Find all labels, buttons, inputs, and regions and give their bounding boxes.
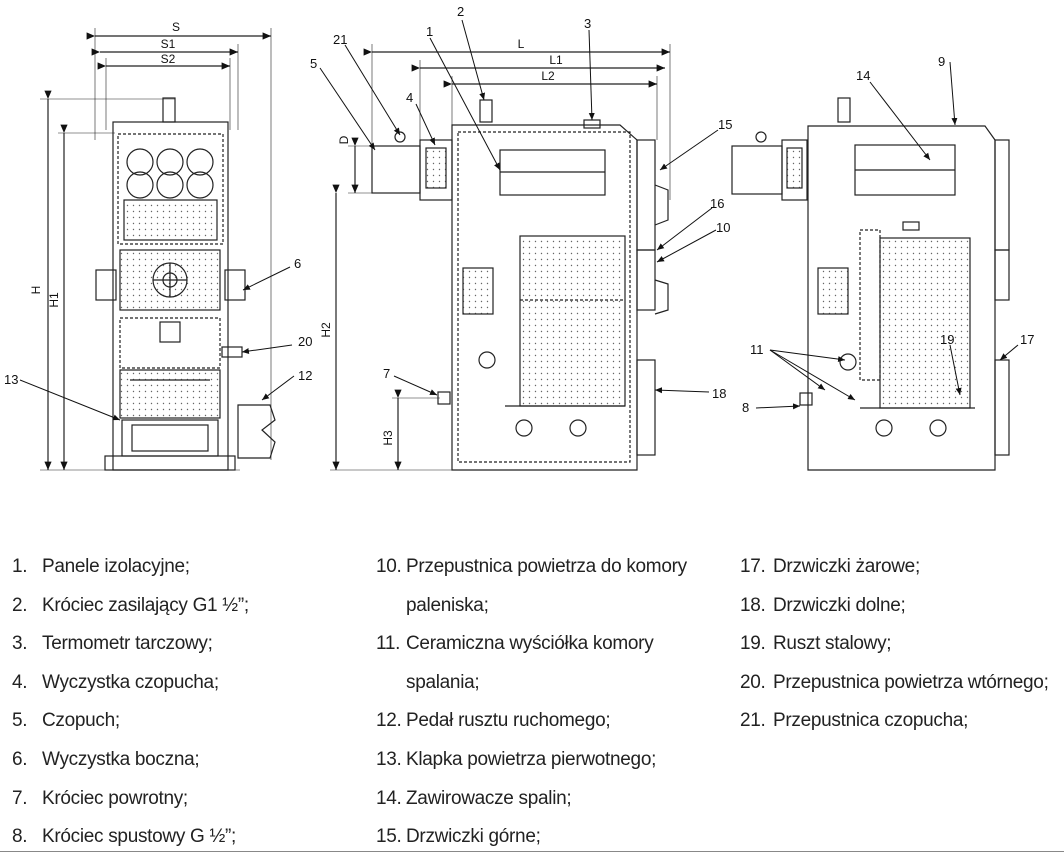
callout-13: 13 <box>4 372 18 387</box>
callout-7: 7 <box>383 366 390 381</box>
callout-leaders <box>19 19 1019 421</box>
legend-item: 11.Ceramiczna wyściółka komory spalania; <box>376 633 654 693</box>
legend-item: 17.Drzwiczki żarowe; <box>740 556 920 577</box>
callout-4: 4 <box>406 90 413 105</box>
dim-h1: H1 <box>47 292 61 308</box>
legend-item: 19.Ruszt stalowy; <box>740 633 892 655</box>
callout-11: 11 <box>750 342 764 357</box>
legend-column-3: 17.Drzwiczki żarowe; 18.Drzwiczki dolne;… <box>740 548 1049 741</box>
side-view <box>330 44 671 471</box>
front-view <box>40 28 276 471</box>
callout-3: 3 <box>584 16 591 31</box>
callout-6: 6 <box>294 256 301 271</box>
dim-s2: S2 <box>161 52 176 66</box>
callout-10: 10 <box>716 220 730 235</box>
legend-item: 5.Czopuch; <box>12 710 120 732</box>
dim-l2: L2 <box>541 69 555 83</box>
legend-item: 15.Drzwiczki górne; <box>376 826 541 848</box>
bottom-divider <box>0 851 1064 852</box>
legend-item: 3.Termometr tarczowy; <box>12 633 213 655</box>
legend-item: 4.Wyczystka czopucha; <box>12 671 219 693</box>
callout-17: 17 <box>1020 332 1034 347</box>
legend-column-2: 10.Przepustnica powietrza do komory pale… <box>376 548 687 857</box>
parts-legend: 1.Panele izolacyjne; 2.Króciec zasilając… <box>0 548 1064 854</box>
callout-16: 16 <box>710 196 724 211</box>
callout-9: 9 <box>938 54 945 69</box>
section-view <box>731 97 1010 471</box>
legend-column-1: 1.Panele izolacyjne; 2.Króciec zasilając… <box>12 548 249 857</box>
callout-21: 21 <box>333 32 347 47</box>
dim-l: L <box>518 37 525 51</box>
dim-s: S <box>172 20 180 34</box>
dimension-labels: S S1 S2 H H1 L L1 L2 D H2 H3 <box>29 20 563 446</box>
legend-item: 20.Przepustnica powietrza wtórnego; <box>740 671 1049 693</box>
legend-item: 7.Króciec powrotny; <box>12 787 188 809</box>
callout-18: 18 <box>712 386 726 401</box>
legend-item: 18.Drzwiczki dolne; <box>740 594 906 616</box>
dim-s1: S1 <box>161 37 176 51</box>
legend-item: 21.Przepustnica czopucha; <box>740 710 969 732</box>
legend-item: 6.Wyczystka boczna; <box>12 748 200 770</box>
legend-item: 14.Zawirowacze spalin; <box>376 787 572 809</box>
callout-14: 14 <box>856 68 870 83</box>
callout-12: 12 <box>298 368 312 383</box>
callout-numbers: 1 2 3 4 5 6 7 8 9 10 11 12 13 14 15 16 1… <box>4 4 1034 415</box>
dim-h3: H3 <box>381 430 395 446</box>
callout-20: 20 <box>298 334 312 349</box>
callout-5: 5 <box>310 56 317 71</box>
callout-19: 19 <box>940 332 954 347</box>
callout-1: 1 <box>426 24 433 39</box>
boiler-technical-drawing: S S1 S2 H H1 L L1 L2 D H2 H3 1 2 3 4 5 6… <box>4 4 1034 471</box>
dim-d: D <box>337 135 351 144</box>
legend-item: 13.Klapka powietrza pierwotnego; <box>376 748 657 770</box>
legend-item: 8.Króciec spustowy G ½”; <box>12 826 237 848</box>
legend-item: 1.Panele izolacyjne; <box>12 556 190 577</box>
dim-h: H <box>29 286 43 295</box>
legend-item: 12.Pedał rusztu ruchomego; <box>376 710 611 732</box>
dim-h2: H2 <box>319 322 333 338</box>
callout-2: 2 <box>457 4 464 19</box>
callout-15: 15 <box>718 117 732 132</box>
dim-l1: L1 <box>549 53 563 67</box>
callout-8: 8 <box>742 400 749 415</box>
legend-item: 2.Króciec zasilający G1 ½”; <box>12 594 249 616</box>
legend-item: 10.Przepustnica powietrza do komory pale… <box>376 556 687 616</box>
